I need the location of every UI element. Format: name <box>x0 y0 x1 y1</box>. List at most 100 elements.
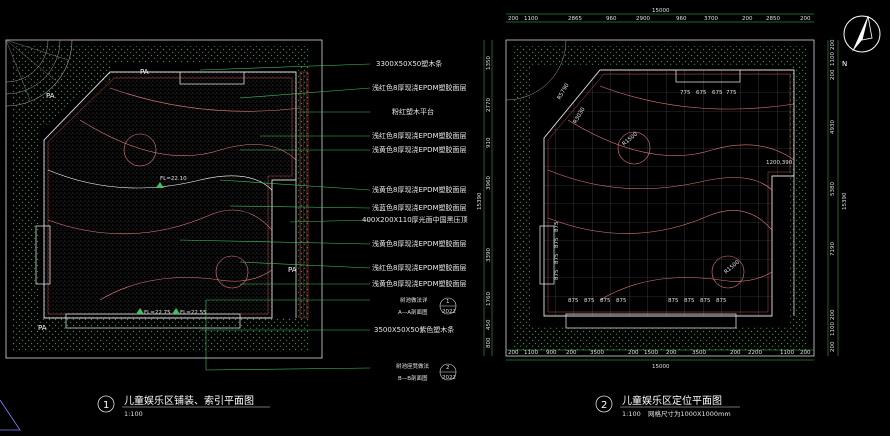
svg-text:200: 200 <box>742 16 753 22</box>
plan1-scale: 1:100 <box>124 410 143 418</box>
svg-text:R5790: R5790 <box>557 82 571 101</box>
svg-text:树池做法详: 树池做法详 <box>400 296 428 304</box>
svg-text:800: 800 <box>486 337 492 348</box>
svg-text:960: 960 <box>606 16 617 22</box>
svg-text:2900: 2900 <box>636 16 650 22</box>
svg-text:2850: 2850 <box>766 16 780 22</box>
svg-text:960: 960 <box>676 16 687 22</box>
svg-text:1760: 1760 <box>486 292 492 306</box>
svg-text:875: 875 <box>700 298 711 304</box>
svg-text:1100: 1100 <box>780 350 794 356</box>
callout: 浅红色8厚现浇EPDM塑胶面层 <box>372 263 467 272</box>
svg-text:1100: 1100 <box>524 350 538 356</box>
level-label: FL=22.75 <box>144 310 171 316</box>
zone-label: PA <box>140 68 149 76</box>
dims-top: 200 1100 2865 960 2900 960 3700 200 2850… <box>508 16 811 22</box>
callout: 浅红色8厚现浇EPDM塑胶面层 <box>372 131 467 140</box>
svg-text:A—A剖面图: A—A剖面图 <box>398 308 428 316</box>
north-arrow-icon: N <box>842 15 881 68</box>
svg-text:875: 875 <box>668 298 679 304</box>
callout: 浅黄色8厚现浇EPDM塑胶面层 <box>372 239 467 248</box>
svg-text:200: 200 <box>508 16 519 22</box>
section-ref-a: 树池做法详 A—A剖面图 1 2022 <box>398 296 457 316</box>
callout-list: 3300X50X50塑木条 浅红色8厚现浇EPDM塑胶面层 粉红塑木平台 浅红色… <box>362 59 468 334</box>
plan1-title-block: 1 儿童娱乐区铺装、索引平面图 1:100 <box>97 394 270 418</box>
svg-text:200: 200 <box>830 39 836 50</box>
svg-text:875: 875 <box>616 298 627 304</box>
svg-text:3500: 3500 <box>590 350 604 356</box>
svg-text:875: 875 <box>600 298 611 304</box>
svg-text:675: 675 <box>712 90 723 96</box>
dims-left: 1350 2770 910 3960 3390 1760 450 800 153… <box>477 56 492 348</box>
svg-text:875: 875 <box>684 298 695 304</box>
dim-total-top: 15000 <box>652 8 670 14</box>
svg-text:1100: 1100 <box>830 52 836 66</box>
svg-text:1500: 1500 <box>644 350 658 356</box>
zone-label: PA <box>46 92 55 100</box>
svg-text:树池座凳做法: 树池座凳做法 <box>396 362 430 370</box>
plan1-title: 儿童娱乐区铺装、索引平面图 <box>124 394 254 407</box>
svg-text:B—B剖面图: B—B剖面图 <box>398 374 428 382</box>
plan2-scale: 1:100 <box>622 410 641 418</box>
svg-text:875: 875 <box>568 298 579 304</box>
svg-text:2022: 2022 <box>442 375 456 381</box>
callout: 浅黄色8厚现浇EPDM塑胶面层 <box>372 185 467 194</box>
plan2-note: 网格尺寸为1000X1000mm <box>648 409 731 418</box>
svg-text:900: 900 <box>546 350 557 356</box>
svg-text:2865: 2865 <box>568 16 582 22</box>
plan2 <box>483 13 839 361</box>
plan2-title-block: 2 儿童娱乐区定位平面图 1:100 网格尺寸为1000X1000mm <box>595 394 740 418</box>
svg-text:200: 200 <box>566 350 577 356</box>
callout: 3300X50X50塑木条 <box>376 59 442 68</box>
level-label: FL=22.55 <box>180 310 207 316</box>
zone-label: PA <box>38 324 47 332</box>
svg-text:1350: 1350 <box>486 56 492 70</box>
svg-text:1: 1 <box>446 299 450 305</box>
dims-right: 200 1100 200 4930 5380 7190 200 1100 200… <box>830 39 848 352</box>
plan2-title: 儿童娱乐区定位平面图 <box>622 394 722 407</box>
level-label: FL=22.10 <box>160 176 187 182</box>
svg-text:7190: 7190 <box>830 242 836 256</box>
svg-text:2: 2 <box>446 365 450 371</box>
callout: 3500X50X50紫色塑木条 <box>374 325 454 334</box>
svg-text:875: 875 <box>554 237 560 248</box>
svg-text:200: 200 <box>800 350 811 356</box>
svg-text:3960: 3960 <box>486 176 492 190</box>
svg-text:3700: 3700 <box>704 16 718 22</box>
plan1 <box>5 39 371 371</box>
svg-text:200: 200 <box>628 350 639 356</box>
svg-text:775: 775 <box>680 90 691 96</box>
svg-text:15390: 15390 <box>842 192 848 210</box>
svg-text:2022: 2022 <box>442 309 456 315</box>
svg-text:200: 200 <box>508 350 519 356</box>
title-number: 2 <box>601 400 607 411</box>
svg-text:2770: 2770 <box>486 98 492 112</box>
callout: 浅红色8厚现浇EPDM塑胶面层 <box>372 83 467 92</box>
svg-text:775: 775 <box>726 90 737 96</box>
svg-text:3500: 3500 <box>692 350 706 356</box>
svg-text:200: 200 <box>800 16 811 22</box>
svg-text:200: 200 <box>730 350 741 356</box>
svg-text:200: 200 <box>830 69 836 80</box>
svg-text:5380: 5380 <box>830 182 836 196</box>
svg-text:1200,390: 1200,390 <box>766 160 793 166</box>
svg-text:875: 875 <box>554 269 560 280</box>
svg-text:875: 875 <box>584 298 595 304</box>
play-surface <box>43 71 297 319</box>
svg-text:200: 200 <box>830 309 836 320</box>
svg-text:15390: 15390 <box>477 192 483 210</box>
callout: 浅蓝色8厚现浇EPDM塑胶面层 <box>372 203 467 212</box>
svg-text:200: 200 <box>666 350 677 356</box>
dims-bottom: 200 1100 900 200 3500 200 1500 200 3500 … <box>508 350 811 356</box>
svg-text:910: 910 <box>486 137 492 148</box>
svg-text:3390: 3390 <box>486 248 492 262</box>
svg-text:875: 875 <box>554 253 560 264</box>
title-number: 1 <box>103 400 109 411</box>
svg-text:4930: 4930 <box>830 120 836 134</box>
svg-text:2200: 2200 <box>748 350 762 356</box>
svg-text:450: 450 <box>486 319 492 330</box>
zone-label: PA <box>288 266 297 274</box>
svg-text:1100: 1100 <box>830 322 836 336</box>
svg-text:1100: 1100 <box>524 16 538 22</box>
